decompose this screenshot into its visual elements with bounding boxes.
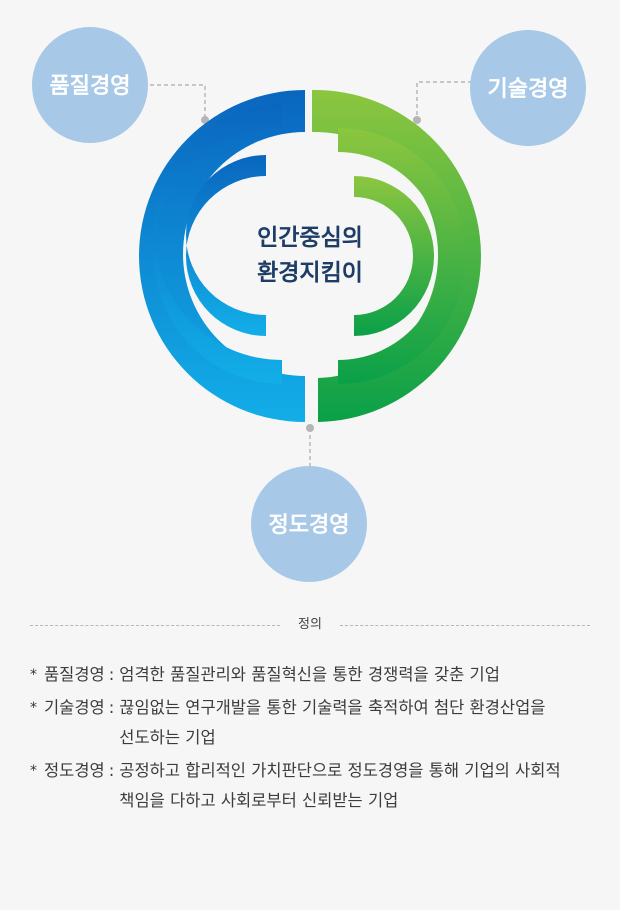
definitions-title: 정의	[298, 617, 322, 632]
separator: :	[108, 698, 115, 717]
divider-left	[30, 625, 280, 626]
connector-technology	[413, 81, 472, 124]
node-quality-label: 품질경영	[50, 74, 131, 99]
definition-item: * 정도경영 : 공정하고 합리적인 가치판단으로 정도경영을 통해 기업의 사…	[30, 756, 595, 816]
connector-quality	[150, 84, 209, 124]
bullet-marker: *	[30, 700, 37, 716]
definition-desc: 엄격한 품질관리와 품질혁신을 통한 경쟁력을 갖춘 기업	[119, 665, 500, 684]
node-quality: 품질경영	[32, 27, 148, 143]
blue-inner-arc	[186, 155, 266, 336]
bullet-marker: *	[30, 763, 37, 779]
separator: :	[108, 665, 115, 684]
separator: :	[108, 761, 115, 780]
node-technology: 기술경영	[470, 30, 586, 146]
divider-right	[340, 625, 590, 626]
center-title-line2: 환경지킴이	[257, 260, 363, 286]
definition-term: 기술경영	[44, 698, 105, 717]
node-technology-label: 기술경영	[488, 77, 569, 102]
definition-term: 품질경영	[44, 665, 105, 684]
definition-desc: 공정하고 합리적인 가치판단으로 정도경영을 통해 기업의 사회적 책임을 다하…	[119, 761, 561, 810]
definition-desc: 끊임없는 연구개발을 통한 기술력을 축적하여 첨단 환경산업을 선도하는 기업	[119, 698, 546, 747]
management-diagram: 인간중심의 환경지킴이 품질경영 기술경영 정도경영	[32, 27, 586, 582]
definitions-header: 정의	[30, 615, 590, 635]
center-title-line1: 인간중심의	[257, 225, 363, 251]
blue-ring-group	[139, 90, 305, 422]
node-ethics: 정도경영	[251, 466, 367, 582]
green-inner-arc	[354, 176, 434, 336]
bullet-marker: *	[30, 667, 37, 683]
definition-term: 정도경영	[44, 761, 105, 780]
node-ethics-label: 정도경영	[269, 513, 350, 538]
definition-item: * 기술경영 : 끊임없는 연구개발을 통한 기술력을 축적하여 첨단 환경산업…	[30, 693, 595, 753]
green-ring-group	[312, 89, 481, 423]
definition-item: * 품질경영 : 엄격한 품질관리와 품질혁신을 통한 경쟁력을 갖춘 기업	[30, 660, 595, 690]
green-outer-arc	[312, 89, 481, 423]
green-middle-arc	[338, 128, 466, 384]
definitions-list: * 품질경영 : 엄격한 품질관리와 품질혁신을 통한 경쟁력을 갖춘 기업 *…	[30, 660, 595, 819]
